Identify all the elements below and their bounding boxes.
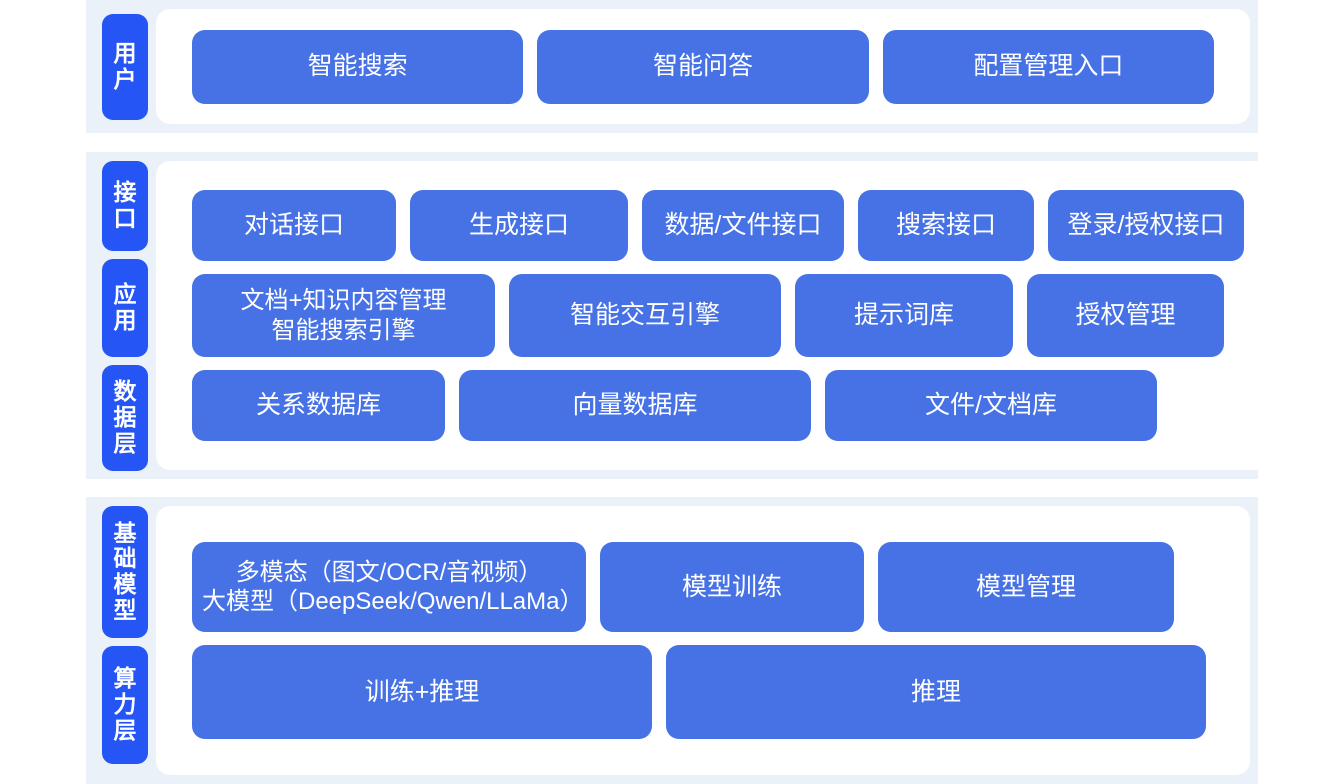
block-model-management[interactable]: 模型管理 [878, 542, 1174, 632]
section-infrastructure: 基础模型 算力层 多模态（图文/OCR/音视频） 大模型（DeepSeek/Qw… [86, 497, 1258, 784]
block-file-document-store[interactable]: 文件/文档库 [825, 370, 1157, 441]
block-multimodal-large-model[interactable]: 多模态（图文/OCR/音视频） 大模型（DeepSeek/Qwen/LLaMa） [192, 542, 586, 632]
layer-tab-foundation-model[interactable]: 基础模型 [102, 506, 148, 638]
block-vector-database[interactable]: 向量数据库 [459, 370, 811, 441]
tab-column-user: 用户 [86, 0, 148, 133]
block-model-training[interactable]: 模型训练 [600, 542, 864, 632]
tab-column-application: 接口 应用 数据层 [86, 152, 148, 479]
block-smart-interaction-engine[interactable]: 智能交互引擎 [509, 274, 781, 357]
block-search-api[interactable]: 搜索接口 [858, 190, 1034, 261]
block-training-inference[interactable]: 训练+推理 [192, 645, 652, 739]
block-login-auth-api[interactable]: 登录/授权接口 [1048, 190, 1244, 261]
block-smart-search[interactable]: 智能搜索 [192, 29, 524, 104]
card-application: 对话接口 生成接口 数据/文件接口 搜索接口 登录/授权接口 文档+知识内容管理… [156, 161, 1280, 470]
row-user: 智能搜索 智能问答 配置管理入口 [156, 29, 1250, 104]
block-prompt-library[interactable]: 提示词库 [795, 274, 1013, 357]
card-infrastructure: 多模态（图文/OCR/音视频） 大模型（DeepSeek/Qwen/LLaMa）… [156, 506, 1250, 775]
row-model: 多模态（图文/OCR/音视频） 大模型（DeepSeek/Qwen/LLaMa）… [156, 542, 1250, 632]
block-doc-knowledge-management[interactable]: 文档+知识内容管理 智能搜索引擎 [192, 274, 495, 357]
block-inference[interactable]: 推理 [666, 645, 1206, 739]
row-application: 文档+知识内容管理 智能搜索引擎 智能交互引擎 提示词库 授权管理 [156, 274, 1280, 357]
block-generation-api[interactable]: 生成接口 [410, 190, 628, 261]
layer-tab-application[interactable]: 应用 [102, 259, 148, 357]
layer-tab-compute[interactable]: 算力层 [102, 646, 148, 764]
block-smart-qa[interactable]: 智能问答 [537, 29, 869, 104]
row-compute: 训练+推理 推理 [156, 645, 1250, 739]
row-data: 关系数据库 向量数据库 文件/文档库 [156, 370, 1280, 441]
row-interface: 对话接口 生成接口 数据/文件接口 搜索接口 登录/授权接口 [156, 190, 1280, 261]
block-authorization-management[interactable]: 授权管理 [1027, 274, 1224, 357]
block-config-management-entry[interactable]: 配置管理入口 [882, 29, 1214, 104]
section-application: 接口 应用 数据层 对话接口 生成接口 数据/文件接口 搜索接口 登录/授权接口… [86, 152, 1280, 479]
layer-tab-user[interactable]: 用户 [102, 13, 148, 120]
tab-column-infrastructure: 基础模型 算力层 [86, 497, 148, 784]
section-user: 用户 智能搜索 智能问答 配置管理入口 [86, 0, 1258, 133]
layer-tab-interface[interactable]: 接口 [102, 161, 148, 251]
card-user: 智能搜索 智能问答 配置管理入口 [156, 9, 1250, 124]
layer-tab-data[interactable]: 数据层 [102, 365, 148, 471]
block-dialog-api[interactable]: 对话接口 [192, 190, 396, 261]
block-relational-database[interactable]: 关系数据库 [192, 370, 445, 441]
block-data-file-api[interactable]: 数据/文件接口 [642, 190, 844, 261]
